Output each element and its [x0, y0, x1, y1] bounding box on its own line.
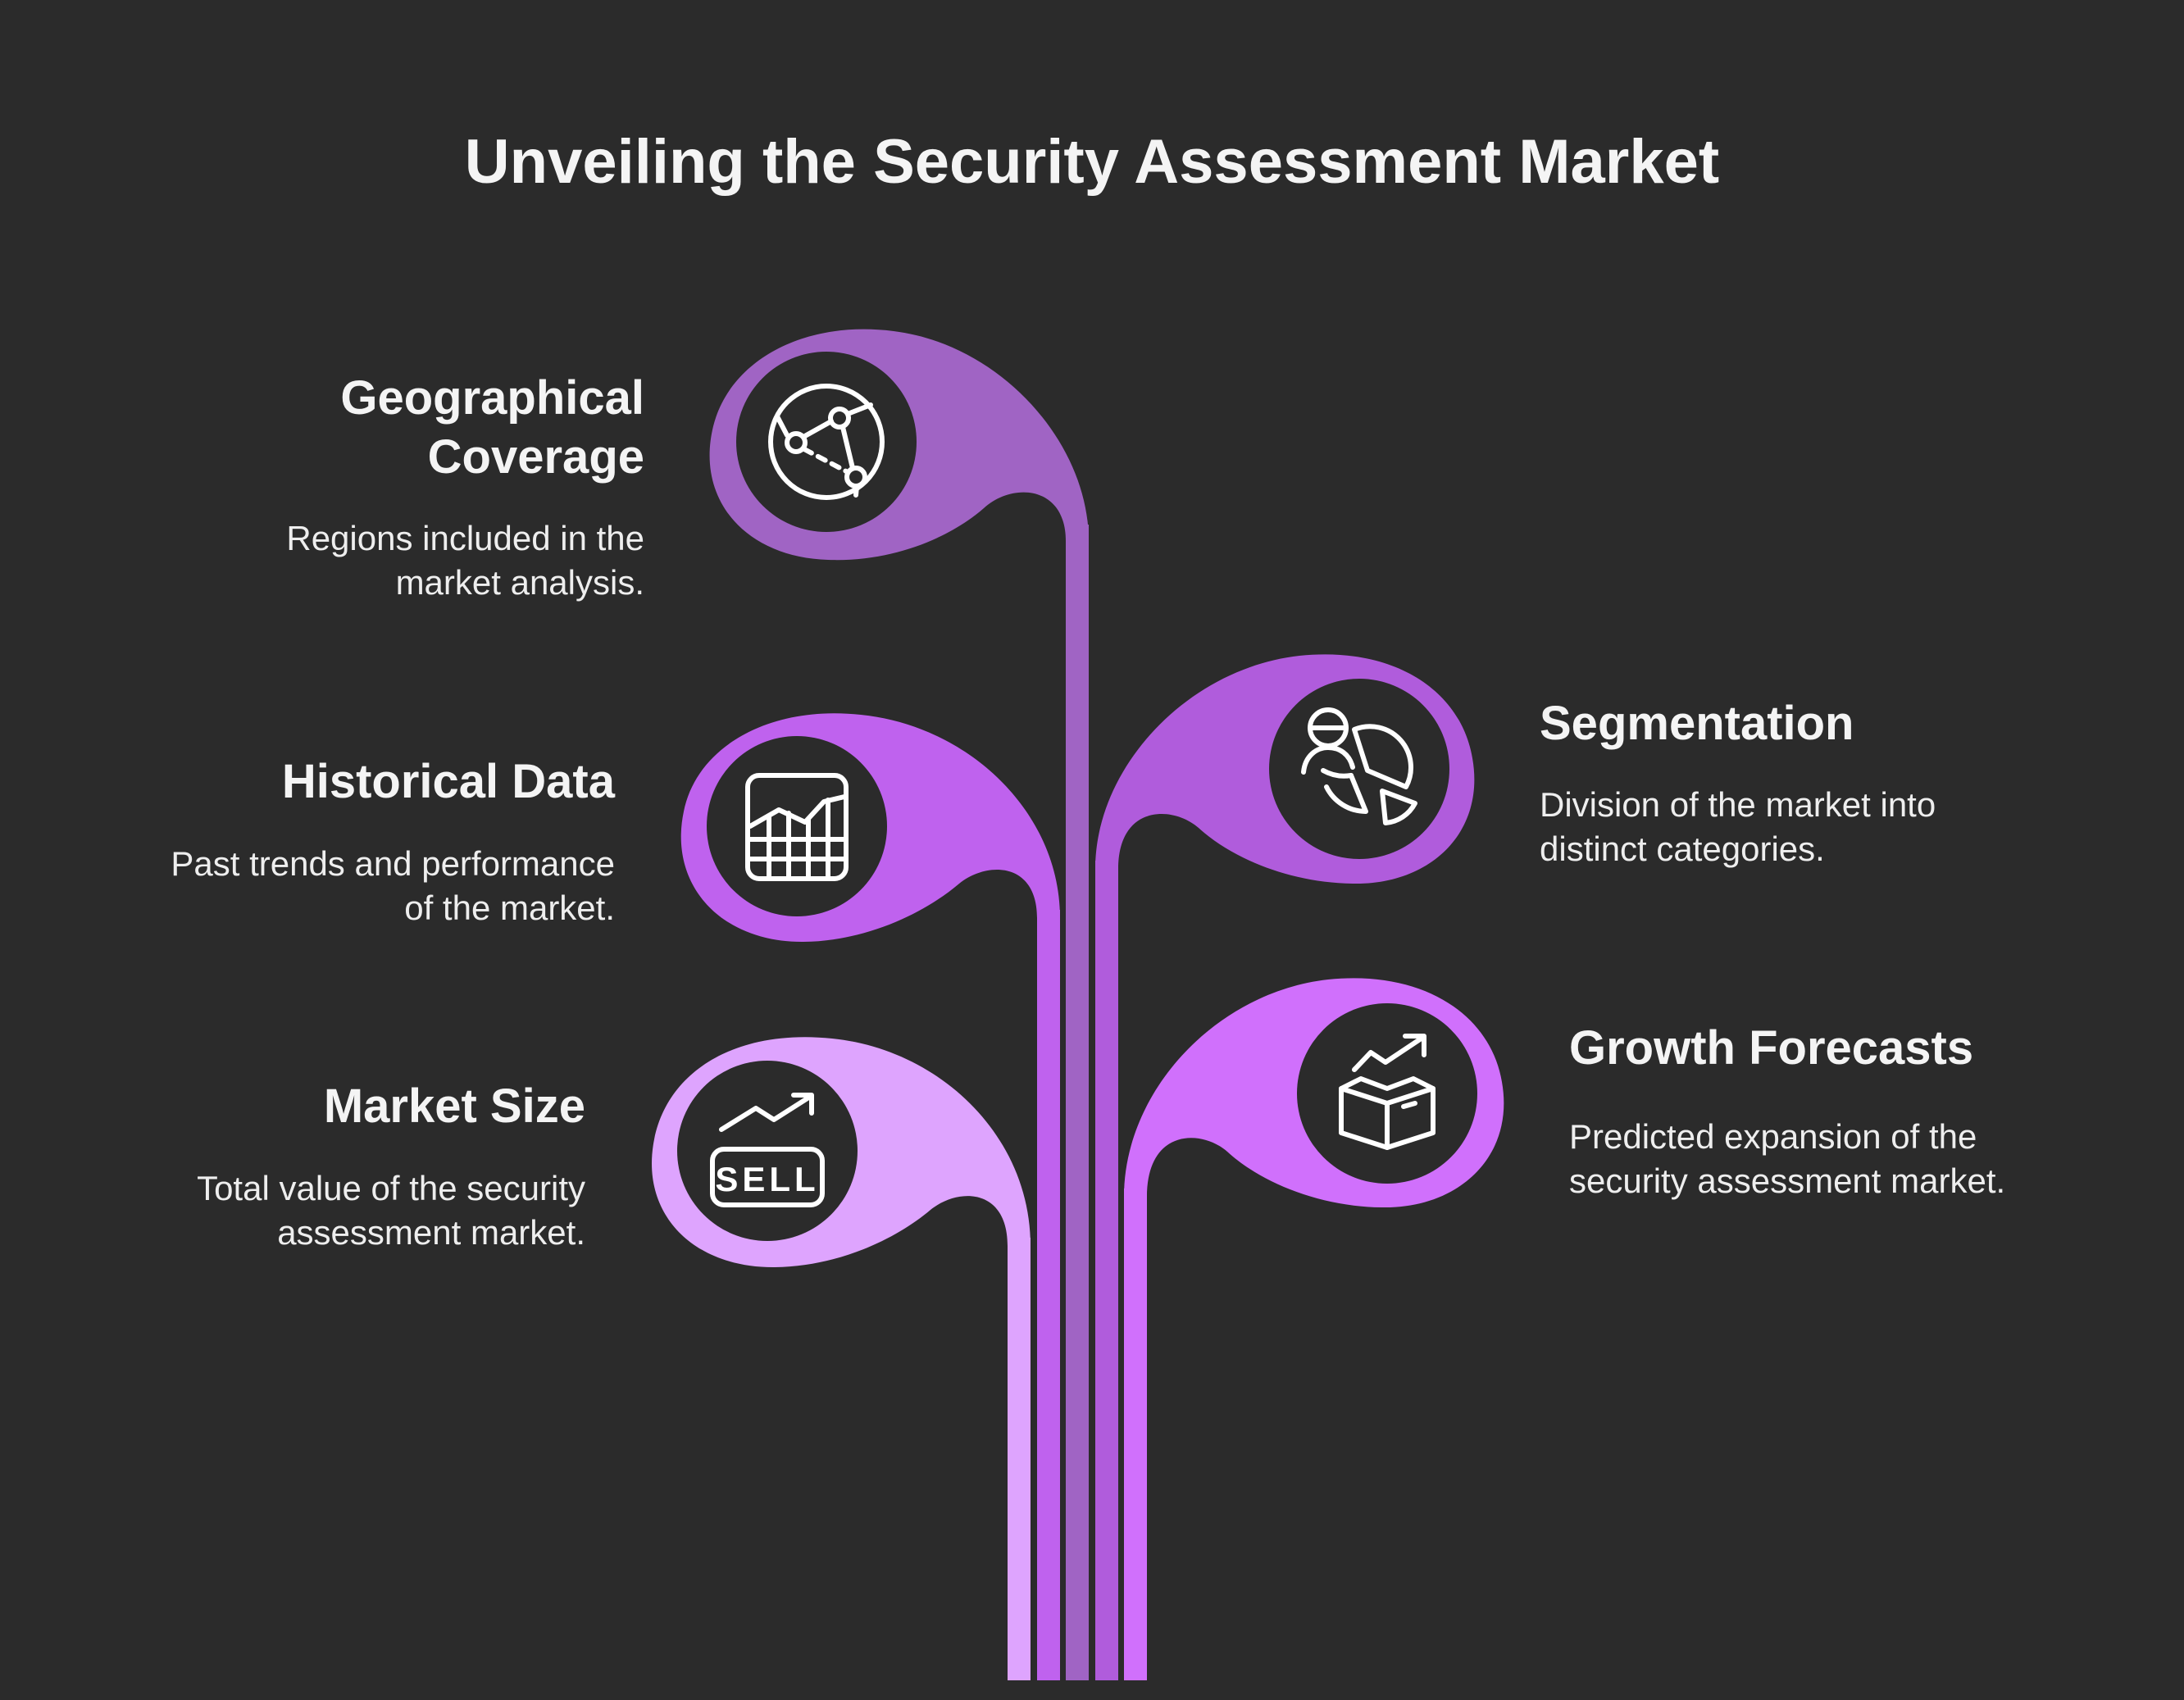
branch-historical-data: [680, 713, 1060, 1680]
icon-disc-growth-forecasts: [1297, 1003, 1477, 1184]
stem-market-size: [1008, 1238, 1031, 1680]
stem-growth-forecasts: [1124, 1189, 1147, 1680]
description-segmentation: Division of the market into distinct cat…: [1540, 785, 1936, 868]
stem-geographical-coverage: [1066, 525, 1089, 1680]
area-chart-grid-icon: [745, 773, 849, 881]
sell-sign-icon: SELL: [710, 1093, 825, 1207]
icon-disc-segmentation: [1269, 679, 1449, 859]
globe-network-icon: [768, 384, 885, 500]
box-growth-icon: [1339, 1034, 1436, 1150]
branch-geographical-coverage: [709, 329, 1089, 1680]
heading-segmentation: Segmentation: [1540, 697, 1854, 750]
branch-segmentation: [1095, 654, 1475, 1680]
svg-text:SELL: SELL: [715, 1160, 819, 1198]
description-market-size: Total value of the security assessment m…: [197, 1169, 585, 1252]
description-historical-data: Past trends and performance of the marke…: [171, 844, 615, 927]
heading-growth-forecasts: Growth Forecasts: [1569, 1021, 1974, 1075]
heading-market-size: Market Size: [323, 1080, 585, 1133]
description-growth-forecasts: Predicted expansion of the security asse…: [1569, 1117, 2006, 1200]
stem-segmentation: [1095, 861, 1118, 1680]
heading-geographical-coverage: Geographical Coverage: [340, 371, 644, 484]
branch-market-size: SELL: [652, 1037, 1031, 1680]
user-pie-chart-icon: [1301, 707, 1417, 825]
page-title: Unveiling the Security Assessment Market: [464, 127, 1720, 197]
icon-disc-geographical-coverage: [736, 352, 917, 532]
stem-historical-data: [1037, 910, 1060, 1680]
description-geographical-coverage: Regions included in the market analysis.: [286, 519, 644, 602]
heading-historical-data: Historical Data: [281, 755, 615, 808]
branch-growth-forecasts: [1124, 978, 1504, 1680]
icon-disc-historical-data: [707, 736, 887, 916]
